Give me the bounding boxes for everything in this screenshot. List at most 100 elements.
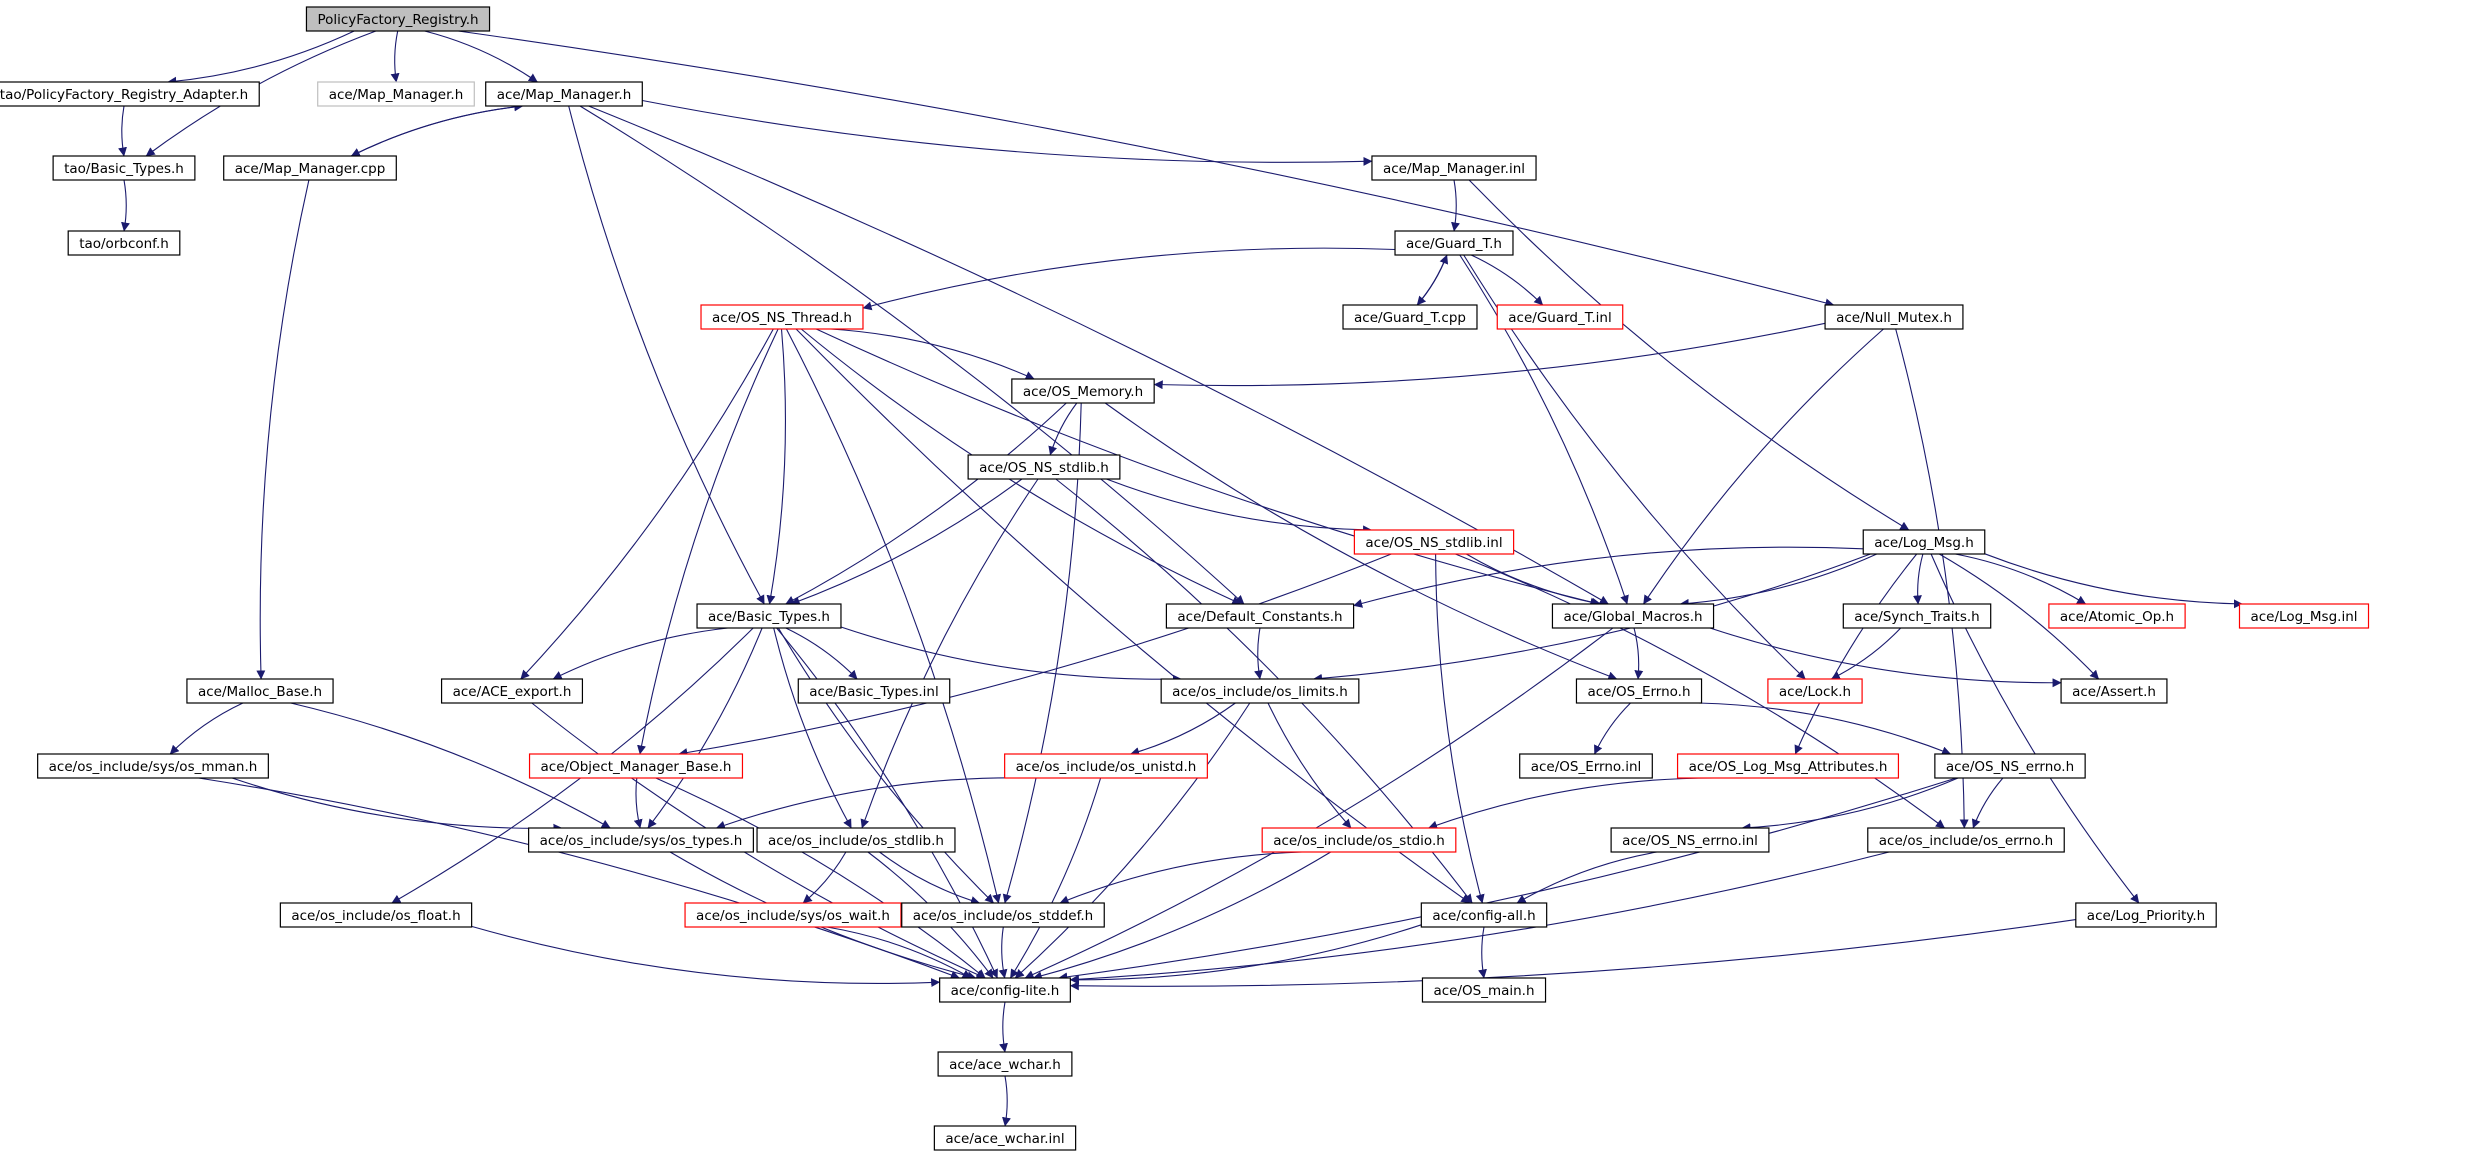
node-label: ace/Lock.h bbox=[1779, 684, 1851, 700]
node-label: ace/ace_wchar.h bbox=[949, 1057, 1061, 1073]
node-ace-basic-types-h[interactable]: ace/Basic_Types.h bbox=[696, 603, 842, 629]
node-ace-config-lite-h[interactable]: ace/config-lite.h bbox=[939, 977, 1071, 1003]
node-ace-os-include-sys-os-types-h[interactable]: ace/os_include/sys/os_types.h bbox=[528, 827, 754, 853]
node-ace-os-ns-errno-inl[interactable]: ace/OS_NS_errno.inl bbox=[1610, 827, 1770, 853]
node-ace-os-include-sys-os-mman-h[interactable]: ace/os_include/sys/os_mman.h bbox=[37, 753, 269, 779]
node-box bbox=[1862, 529, 1986, 555]
node-policyfactory-registry-h[interactable]: PolicyFactory_Registry.h bbox=[305, 6, 491, 32]
node-ace-os-include-os-stdlib-h[interactable]: ace/os_include/os_stdlib.h bbox=[756, 827, 956, 853]
edge-tao-policyfactory-registry-adapter-h-to-tao-basic-types-h bbox=[118, 105, 127, 157]
node-ace-map-manager-h[interactable]: ace/Map_Manager.h bbox=[485, 81, 643, 107]
node-ace-os-include-os-stdio-h[interactable]: ace/os_include/os_stdio.h bbox=[1261, 827, 1457, 853]
node-box bbox=[756, 827, 956, 853]
edge-ace-os-include-os-limits-h-to-ace-os-include-os-stdio-h bbox=[1267, 702, 1352, 829]
edge-ace-os-ns-thread-h-to-ace-default-constants-h bbox=[800, 328, 1242, 605]
node-label: ace/os_include/sys/os_mman.h bbox=[49, 759, 258, 775]
node-ace-ace-wchar-h[interactable]: ace/ace_wchar.h bbox=[937, 1051, 1073, 1077]
edge-ace-guard-t-h-to-ace-guard-t-cpp bbox=[1416, 254, 1448, 306]
node-label: ace/config-all.h bbox=[1432, 908, 1535, 924]
node-ace-guard-t-h[interactable]: ace/Guard_T.h bbox=[1394, 230, 1514, 256]
node-label: ace/OS_NS_stdlib.inl bbox=[1365, 535, 1502, 551]
edge-ace-os-include-os-unistd-h-to-ace-os-include-sys-os-types-h bbox=[715, 777, 1031, 830]
node-label: ace/Basic_Types.inl bbox=[809, 684, 938, 700]
node-ace-guard-t-cpp[interactable]: ace/Guard_T.cpp bbox=[1342, 304, 1478, 330]
edge-ace-malloc-base-h-to-ace-os-include-sys-os-mman-h bbox=[169, 702, 244, 755]
node-ace-os-include-os-errno-h[interactable]: ace/os_include/os_errno.h bbox=[1867, 827, 2065, 853]
edge-ace-map-manager-cpp-to-ace-map-manager-h bbox=[350, 102, 524, 157]
node-ace-os-include-os-limits-h[interactable]: ace/os_include/os_limits.h bbox=[1160, 678, 1360, 704]
node-box bbox=[223, 155, 397, 181]
node-ace-os-ns-errno-h[interactable]: ace/OS_NS_errno.h bbox=[1934, 753, 2086, 779]
edge-ace-map-manager-h-to-ace-default-constants-h bbox=[579, 105, 1245, 605]
node-ace-os-include-os-unistd-h[interactable]: ace/os_include/os_unistd.h bbox=[1004, 753, 1208, 779]
node-ace-object-manager-base-h[interactable]: ace/Object_Manager_Base.h bbox=[528, 753, 744, 779]
node-ace-os-main-h[interactable]: ace/OS_main.h bbox=[1421, 977, 1547, 1003]
node-ace-map-manager-h-gray[interactable]: ace/Map_Manager.h bbox=[317, 81, 475, 107]
node-label: ace/OS_Memory.h bbox=[1023, 384, 1143, 400]
node-tao-basic-types-h[interactable]: tao/Basic_Types.h bbox=[52, 155, 196, 181]
edge-ace-os-ns-stdlib-h-to-ace-basic-types-h bbox=[790, 478, 1023, 606]
edge-ace-os-ns-stdlib-inl-to-ace-os-include-os-errno-h bbox=[1455, 553, 1945, 829]
node-ace-map-manager-inl[interactable]: ace/Map_Manager.inl bbox=[1371, 155, 1537, 181]
node-ace-os-errno-h[interactable]: ace/OS_Errno.h bbox=[1575, 678, 1703, 704]
node-label: ace/OS_NS_errno.inl bbox=[1622, 833, 1758, 849]
node-ace-os-memory-h[interactable]: ace/OS_Memory.h bbox=[1011, 378, 1155, 404]
node-ace-os-ns-stdlib-inl[interactable]: ace/OS_NS_stdlib.inl bbox=[1353, 529, 1515, 555]
node-ace-os-errno-inl[interactable]: ace/OS_Errno.inl bbox=[1519, 753, 1653, 779]
node-ace-ace-wchar-inl[interactable]: ace/ace_wchar.inl bbox=[933, 1125, 1077, 1151]
node-box bbox=[933, 1125, 1077, 1151]
node-ace-assert-h[interactable]: ace/Assert.h bbox=[2060, 678, 2168, 704]
node-ace-synch-traits-h[interactable]: ace/Synch_Traits.h bbox=[1842, 603, 1992, 629]
node-ace-lock-h[interactable]: ace/Lock.h bbox=[1767, 678, 1863, 704]
node-box bbox=[52, 155, 196, 181]
node-label: ace/Log_Msg.inl bbox=[2250, 609, 2357, 625]
node-ace-config-all-h[interactable]: ace/config-all.h bbox=[1420, 902, 1548, 928]
edge-ace-guard-t-h-to-ace-guard-t-inl bbox=[1470, 254, 1544, 306]
edge-ace-null-mutex-h-to-ace-os-include-os-errno-h bbox=[1895, 328, 1969, 829]
node-label: ace/Global_Macros.h bbox=[1563, 609, 1702, 625]
node-ace-null-mutex-h[interactable]: ace/Null_Mutex.h bbox=[1824, 304, 1964, 330]
node-ace-ace-export-h[interactable]: ace/ACE_export.h bbox=[440, 678, 584, 704]
node-ace-basic-types-inl[interactable]: ace/Basic_Types.inl bbox=[797, 678, 951, 704]
node-ace-os-include-sys-os-wait-h[interactable]: ace/os_include/sys/os_wait.h bbox=[684, 902, 902, 928]
node-ace-os-log-msg-attributes-h[interactable]: ace/OS_Log_Msg_Attributes.h bbox=[1676, 753, 1900, 779]
node-box bbox=[967, 454, 1121, 480]
edge-ace-log-msg-h-to-ace-atomic-op-h bbox=[1955, 553, 2087, 605]
node-ace-atomic-op-h[interactable]: ace/Atomic_Op.h bbox=[2048, 603, 2186, 629]
node-ace-os-include-os-float-h[interactable]: ace/os_include/os_float.h bbox=[279, 902, 473, 928]
node-label: ace/os_include/os_stddef.h bbox=[913, 908, 1093, 924]
node-ace-os-ns-thread-h[interactable]: ace/OS_NS_Thread.h bbox=[700, 304, 864, 330]
edge-ace-basic-types-h-to-ace-os-include-sys-os-types-h bbox=[647, 627, 763, 829]
edges-layer bbox=[118, 30, 2243, 1127]
node-box bbox=[700, 304, 864, 330]
node-label: ace/Map_Manager.h bbox=[497, 87, 632, 103]
edge-ace-os-ns-stdlib-inl-to-ace-object-manager-base-h bbox=[678, 553, 1392, 758]
node-ace-map-manager-cpp[interactable]: ace/Map_Manager.cpp bbox=[223, 155, 397, 181]
node-box bbox=[1421, 977, 1547, 1003]
node-ace-default-constants-h[interactable]: ace/Default_Constants.h bbox=[1165, 603, 1355, 629]
node-box bbox=[37, 753, 269, 779]
edge-ace-os-ns-stdlib-h-to-ace-os-ns-stdlib-inl bbox=[1106, 478, 1373, 535]
edge-ace-os-memory-h-to-ace-os-ns-stdlib-h bbox=[1048, 402, 1078, 456]
edge-ace-map-manager-inl-to-ace-guard-t-h bbox=[1451, 179, 1460, 232]
node-tao-orbconf-h[interactable]: tao/orbconf.h bbox=[67, 230, 181, 256]
edge-ace-map-manager-cpp-to-ace-malloc-base-h bbox=[256, 179, 310, 680]
node-label: ace/Guard_T.cpp bbox=[1354, 310, 1466, 326]
node-label: ace/Log_Priority.h bbox=[2087, 908, 2205, 924]
node-ace-os-ns-stdlib-h[interactable]: ace/OS_NS_stdlib.h bbox=[967, 454, 1121, 480]
node-box bbox=[684, 902, 902, 928]
node-ace-os-include-os-stddef-h[interactable]: ace/os_include/os_stddef.h bbox=[901, 902, 1105, 928]
edge-ace-os-ns-errno-h-to-ace-os-ns-errno-inl bbox=[1741, 777, 1959, 833]
edge-ace-os-include-os-stdio-h-to-ace-os-include-os-stddef-h bbox=[1059, 851, 1303, 904]
node-ace-global-macros-h[interactable]: ace/Global_Macros.h bbox=[1551, 603, 1715, 629]
node-ace-malloc-base-h[interactable]: ace/Malloc_Base.h bbox=[186, 678, 334, 704]
node-tao-policyfactory-registry-adapter-h[interactable]: tao/PolicyFactory_Registry_Adapter.h bbox=[0, 81, 260, 107]
edge-ace-os-ns-thread-h-to-ace-os-memory-h bbox=[830, 328, 1035, 380]
node-ace-log-priority-h[interactable]: ace/Log_Priority.h bbox=[2075, 902, 2217, 928]
node-ace-log-msg-h[interactable]: ace/Log_Msg.h bbox=[1862, 529, 1986, 555]
edge-ace-os-ns-thread-h-to-ace-config-all-h bbox=[795, 328, 1471, 904]
node-ace-log-msg-inl[interactable]: ace/Log_Msg.inl bbox=[2238, 603, 2370, 629]
node-label: ace/OS_NS_stdlib.h bbox=[979, 460, 1109, 476]
node-ace-guard-t-inl[interactable]: ace/Guard_T.inl bbox=[1496, 304, 1624, 330]
node-box bbox=[317, 81, 475, 107]
